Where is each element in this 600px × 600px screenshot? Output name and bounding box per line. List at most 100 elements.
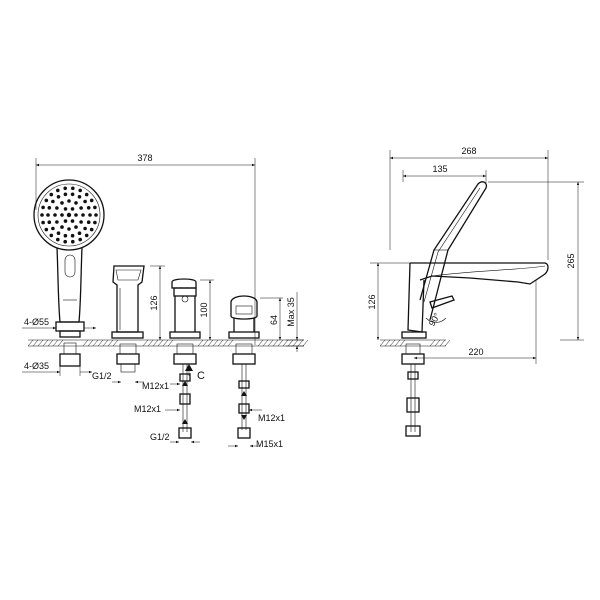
- deck-hatch-line: [282, 339, 289, 347]
- deck-hatch-line: [107, 339, 114, 347]
- nozzle-dot: [40, 213, 44, 217]
- deck-max-label: Max 35: [286, 297, 296, 327]
- deck-hatch-line: [202, 339, 209, 347]
- deck-hatch-line: [399, 339, 406, 347]
- nozzle-dot: [93, 220, 97, 225]
- overall-width-dimension: 378: [35, 153, 256, 345]
- thread-m12-b-label: M12x1: [134, 404, 161, 414]
- deck-hatch-line: [92, 339, 99, 347]
- nozzle-dot: [70, 192, 75, 197]
- nozzle-dot: [49, 233, 54, 238]
- side-view: 268 135 265 126: [367, 146, 584, 437]
- deck-hatch-line: [27, 339, 34, 347]
- nozzle-dot: [60, 213, 64, 217]
- thread-g12-bottom-label: G1/2: [150, 432, 170, 442]
- nozzle-dot: [63, 192, 68, 197]
- nozzle-dot: [41, 205, 45, 210]
- deck-hatch-line: [389, 339, 396, 347]
- handle-valve: 100: [169, 278, 214, 439]
- deck-hatch-line: [207, 339, 214, 347]
- nozzle-dot: [55, 220, 59, 224]
- nozzle-dot: [56, 237, 60, 242]
- nozzle-dot: [63, 186, 67, 191]
- thread-m12-c-label: M12x1: [258, 413, 285, 423]
- deck-hatch-line: [112, 339, 119, 347]
- total-height-dimension: 265: [488, 181, 584, 341]
- deck-hatch-line: [302, 339, 309, 347]
- deck-hatch-line: [152, 339, 159, 347]
- deck-hatch-line: [227, 339, 234, 347]
- faucet-side-profile: 90°: [401, 181, 549, 437]
- hose-od-label: 4-Ø55: [24, 317, 49, 327]
- nozzle-dot: [63, 219, 68, 223]
- hole-d-label: 4-Ø35: [24, 361, 49, 371]
- spout-height-side-label: 126: [367, 294, 377, 309]
- handle-reach-label: 135: [432, 164, 447, 174]
- nozzle-dot: [71, 239, 75, 244]
- total-height-label: 265: [566, 253, 576, 268]
- nozzle-dot: [63, 233, 68, 238]
- overall-width-label: 378: [137, 153, 152, 163]
- nozzle-dot: [66, 212, 72, 218]
- deck-hatch-line: [102, 339, 109, 347]
- deck-hatch-line: [37, 339, 44, 347]
- spout-assembly: 126: [111, 265, 165, 373]
- spout-height-label: 126: [149, 295, 159, 310]
- deck-thickness-dimension: Max 35: [286, 292, 304, 352]
- thread-m12-a-label: M12x1: [142, 381, 169, 391]
- nozzle-dot: [74, 225, 78, 229]
- angle-label: 90°: [427, 311, 443, 328]
- deck-hatch-line: [297, 339, 304, 347]
- spout-height-side-dimension: 126: [367, 262, 410, 340]
- nozzle-dot: [84, 233, 89, 238]
- nozzle-dot: [46, 213, 50, 217]
- deck-hatch-line: [197, 339, 204, 347]
- nozzle-dot: [70, 207, 75, 211]
- nozzle-dot: [63, 207, 68, 211]
- deck-hatch-line: [394, 339, 401, 347]
- deck-hatch-line: [272, 339, 279, 347]
- nozzle-dot: [60, 201, 64, 205]
- nozzle-dot: [56, 231, 61, 235]
- nozzle-dot: [63, 239, 67, 244]
- nozzle-dot: [55, 206, 59, 210]
- deck-hatch-line: [267, 339, 274, 347]
- handle-reach-dimension: 135: [402, 164, 487, 185]
- diverter-height-label: 64: [269, 315, 279, 325]
- nozzle-dot: [49, 192, 54, 197]
- deck-hatch-line: [142, 339, 149, 347]
- nozzle-dot: [67, 199, 71, 203]
- nozzle-dot: [56, 188, 60, 193]
- deck-hatch-line: [222, 339, 229, 347]
- deck-hatch-line: [47, 339, 54, 347]
- nozzle-dot: [94, 213, 98, 217]
- spout-reach-label: 220: [468, 347, 483, 357]
- handle-height-label: 100: [199, 302, 209, 317]
- nozzle-dot: [67, 227, 71, 231]
- nozzle-dot: [47, 220, 52, 224]
- nozzle-dot: [88, 213, 92, 217]
- deck-hatch-line: [262, 339, 269, 347]
- marker-c-label: C: [197, 370, 205, 382]
- deck-surface: [27, 339, 309, 347]
- deck-hatch-line: [287, 339, 294, 347]
- left-diameters: 4-Ø55 4-Ø35: [22, 317, 96, 376]
- deck-hatch-line: [444, 339, 451, 347]
- deck-hatch-line: [57, 339, 64, 347]
- nozzle-dot: [74, 213, 78, 217]
- nozzle-dot: [70, 233, 75, 238]
- deck-hatch-line: [439, 339, 446, 347]
- deck-hatch-line: [42, 339, 49, 347]
- thread-g12-top-label: G1/2: [92, 371, 112, 381]
- nozzle-dot: [70, 219, 75, 223]
- nozzle-dot: [81, 213, 85, 217]
- diverter-valve: 64: [228, 295, 283, 439]
- spout-reach-dimension: 220: [414, 280, 537, 364]
- nozzle-dot: [60, 225, 64, 229]
- nozzle-dot: [44, 227, 49, 232]
- deck-surface-side: [379, 339, 451, 347]
- nozzle-dot: [56, 195, 61, 199]
- front-view: 378: [22, 153, 309, 449]
- nozzle-dot: [47, 206, 52, 210]
- deck-hatch-line: [167, 339, 174, 347]
